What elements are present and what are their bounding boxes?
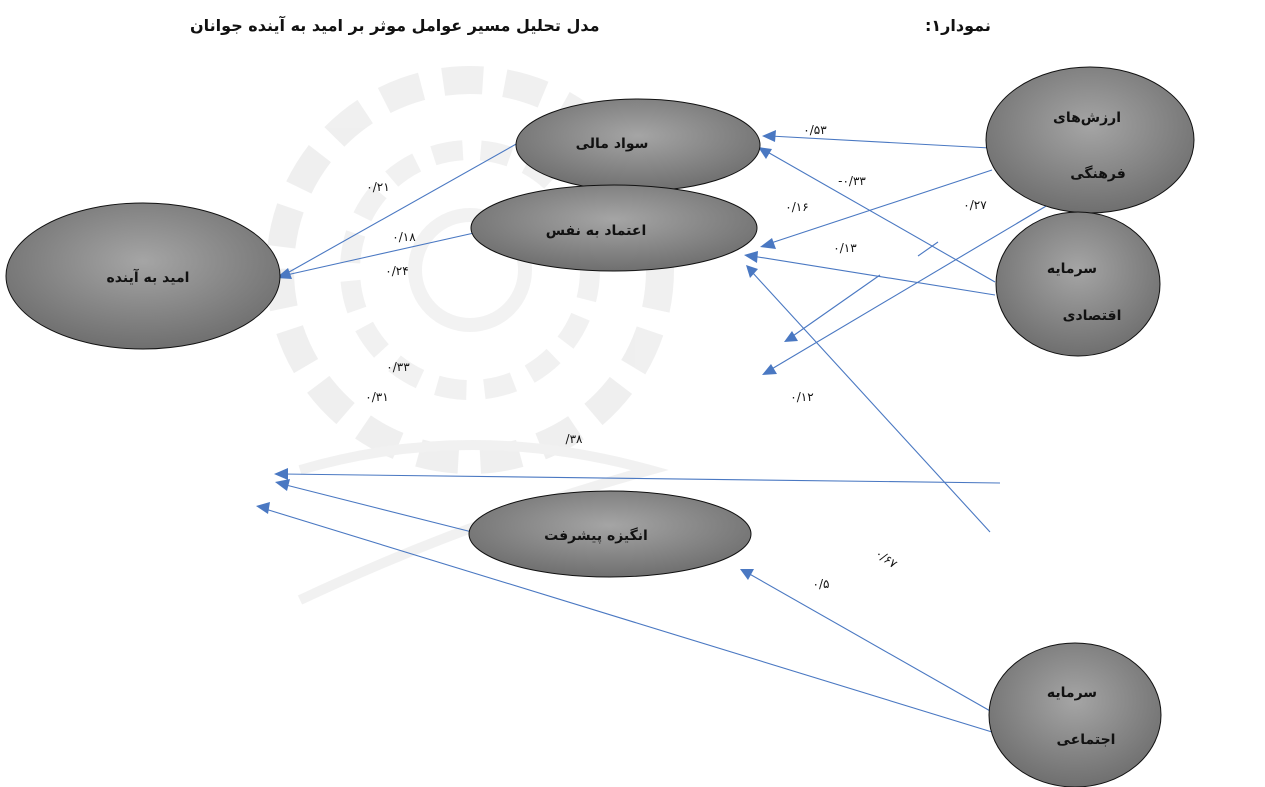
node-label: اقتصادی xyxy=(1063,308,1122,324)
node-economic-capital: سرمایه اقتصادی xyxy=(995,211,1161,357)
node-label: سواد مالی xyxy=(576,136,649,152)
node-label: اجتماعی xyxy=(1057,732,1116,748)
edge-left-tick xyxy=(917,241,939,257)
edge-social-to-motivation xyxy=(745,571,993,713)
edge-economic-to-confidence xyxy=(751,255,996,296)
coefficient-label: /۳۸ xyxy=(566,432,583,446)
arrowhead xyxy=(274,468,288,480)
node-cultural-values: ارزش‌های فرهنگی xyxy=(985,66,1195,214)
arrowhead xyxy=(784,331,798,342)
node-financial-literacy: سواد مالی xyxy=(515,98,761,192)
coefficient-label: ۰/۲۷ xyxy=(963,198,987,212)
arrowhead xyxy=(746,265,758,278)
edge-literacy-to-hope xyxy=(281,142,519,277)
coefficient-label: ۰/۱۳ xyxy=(833,241,857,255)
node-self-confidence: اعتماد به نفس xyxy=(470,184,758,272)
edge-cultural-to-literacy xyxy=(769,135,991,149)
arrowhead xyxy=(740,569,754,580)
arrowhead xyxy=(744,251,758,263)
edge-social-to-left xyxy=(261,507,993,733)
arrowhead xyxy=(275,479,290,491)
edges xyxy=(261,135,1091,733)
coefficient-label: ۰/۲۱ xyxy=(366,180,389,194)
arrowhead xyxy=(762,364,777,375)
coefficient-label: -۰/۳۳ xyxy=(838,174,866,188)
edge-motivation-to-left xyxy=(281,483,473,533)
edge-cultural-to-confidence xyxy=(767,169,993,245)
arrowhead xyxy=(762,130,776,142)
coefficient-label: ۰/۵ xyxy=(813,577,830,591)
edge-cultural-to-motivation xyxy=(769,179,1091,371)
coefficient-label: ۰/۱۶ xyxy=(785,200,808,214)
node-achievement-motivation: انگیزه پیشرفت xyxy=(468,490,752,578)
coefficient-label: ۰/۵۳ xyxy=(803,123,827,137)
arrowhead xyxy=(758,147,772,159)
node-label: انگیزه پیشرفت xyxy=(544,527,648,544)
coefficients: ۰/۵۳ -۰/۳۳ ۰/۱۶ ۰/۲۷ ۰/۱۳ ۰/۱۲ ۰/۲۱ ۰/۱۸… xyxy=(365,123,987,591)
node-label: فرهنگی xyxy=(1070,165,1126,182)
coefficient-label: ۰/۳۳ xyxy=(386,360,410,374)
node-label: سرمایه xyxy=(1047,685,1097,701)
figure-label: نمودار۱: xyxy=(925,16,991,35)
node-hope-future: امید به آینده xyxy=(5,202,281,350)
figure-title: مدل تحلیل مسیر عوامل موثر بر امید به آین… xyxy=(190,16,600,35)
edge-confidence-to-hope xyxy=(281,232,475,277)
coefficient-label: ۰/۲۴ xyxy=(385,264,408,278)
edge-horizontal-to-left xyxy=(281,473,1001,484)
edge-long-to-confidence xyxy=(751,271,991,533)
coefficient-label: ۰/۶۷ xyxy=(873,546,901,571)
node-social-capital: سرمایه اجتماعی xyxy=(988,642,1162,787)
coefficient-label: ۰/۳۱ xyxy=(365,390,388,404)
node-label: سرمایه xyxy=(1047,261,1097,277)
edge-economic-to-motivation xyxy=(789,274,881,339)
arrowhead xyxy=(760,238,776,249)
node-label: امید به آینده xyxy=(107,268,190,286)
edge-economic-to-literacy xyxy=(763,149,996,283)
node-label: ارزش‌های xyxy=(1053,110,1121,126)
coefficient-label: ۰/۱۲ xyxy=(790,390,813,404)
coefficient-label: ۰/۱۸ xyxy=(392,230,416,244)
arrowhead xyxy=(256,502,270,514)
node-label: اعتماد به نفس xyxy=(546,223,647,239)
